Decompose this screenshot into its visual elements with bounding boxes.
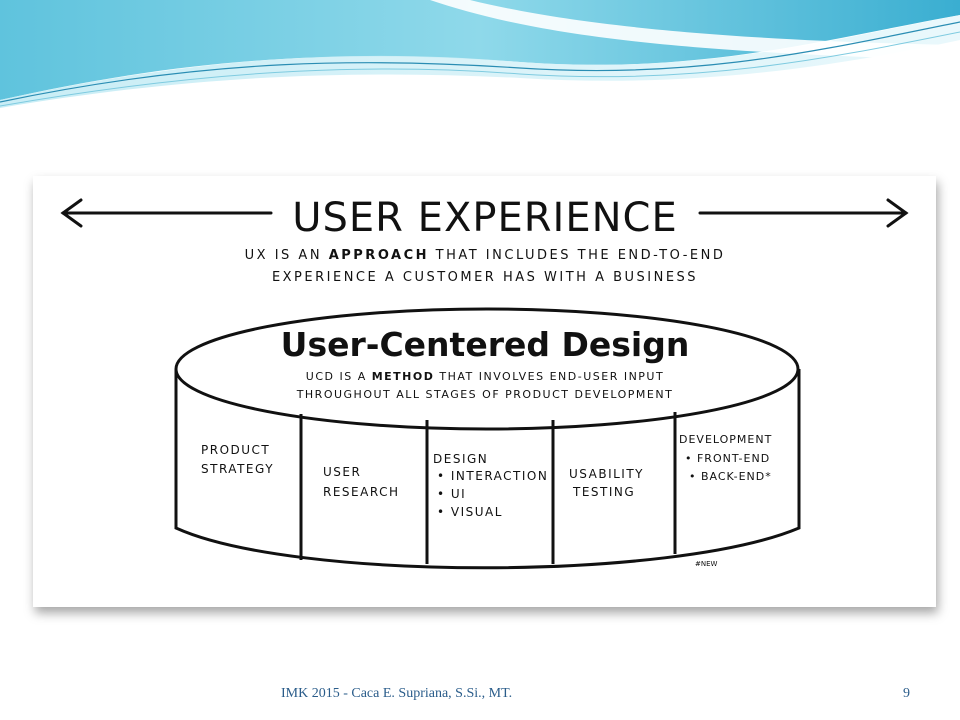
footer-credit: IMK 2015 - Caca E. Supriana, S.Si., MT. — [281, 686, 513, 701]
stage-label-line: DEVELOPMENT — [679, 433, 772, 446]
stage-design: DESIGN • INTERACTION • UI • VISUAL — [433, 452, 548, 519]
stage-label-line: • FRONT-END — [685, 452, 770, 465]
ucd-title: User-Centered Design — [281, 325, 690, 364]
header-wave-decoration — [0, 0, 960, 108]
stage-label-line: TESTING — [572, 485, 635, 499]
stage-label-line: • BACK-END* — [689, 470, 772, 483]
stage-label-line: • VISUAL — [437, 505, 503, 519]
ux-definition-line-1: UX IS AN APPROACH THAT INCLUDES THE END-… — [245, 248, 726, 263]
signature: #NEW — [695, 560, 718, 568]
stage-development: DEVELOPMENT • FRONT-END • BACK-END* — [679, 433, 772, 483]
stage-product-strategy: PRODUCT STRATEGY — [201, 443, 274, 476]
ux-ucd-diagram: USER EXPERIENCE UX IS AN APPROACH THAT I… — [33, 176, 936, 607]
stage-label-line: DESIGN — [433, 452, 488, 466]
right-arrow — [698, 198, 909, 228]
stage-user-research: USER RESEARCH — [323, 465, 399, 499]
stage-label-line: RESEARCH — [323, 485, 399, 499]
stage-usability-testing: USABILITY TESTING — [569, 467, 644, 499]
stage-label-line: PRODUCT — [201, 443, 270, 457]
stage-label-line: • UI — [437, 487, 466, 501]
stage-label-line: USER — [323, 465, 361, 479]
stage-label-line: STRATEGY — [201, 462, 274, 476]
ux-definition-line-2: EXPERIENCE A CUSTOMER HAS WITH A BUSINES… — [272, 270, 698, 285]
left-arrow — [60, 198, 273, 228]
page-number: 9 — [903, 686, 910, 701]
stage-label-line: USABILITY — [569, 467, 644, 481]
diagram-title: USER EXPERIENCE — [292, 195, 678, 241]
ucd-definition-line-1: UCD IS A METHOD THAT INVOLVES END-USER I… — [306, 370, 664, 383]
ucd-definition-line-2: THROUGHOUT ALL STAGES OF PRODUCT DEVELOP… — [296, 388, 674, 401]
stage-label-line: • INTERACTION — [437, 469, 548, 483]
ucd-cylinder — [174, 307, 801, 570]
